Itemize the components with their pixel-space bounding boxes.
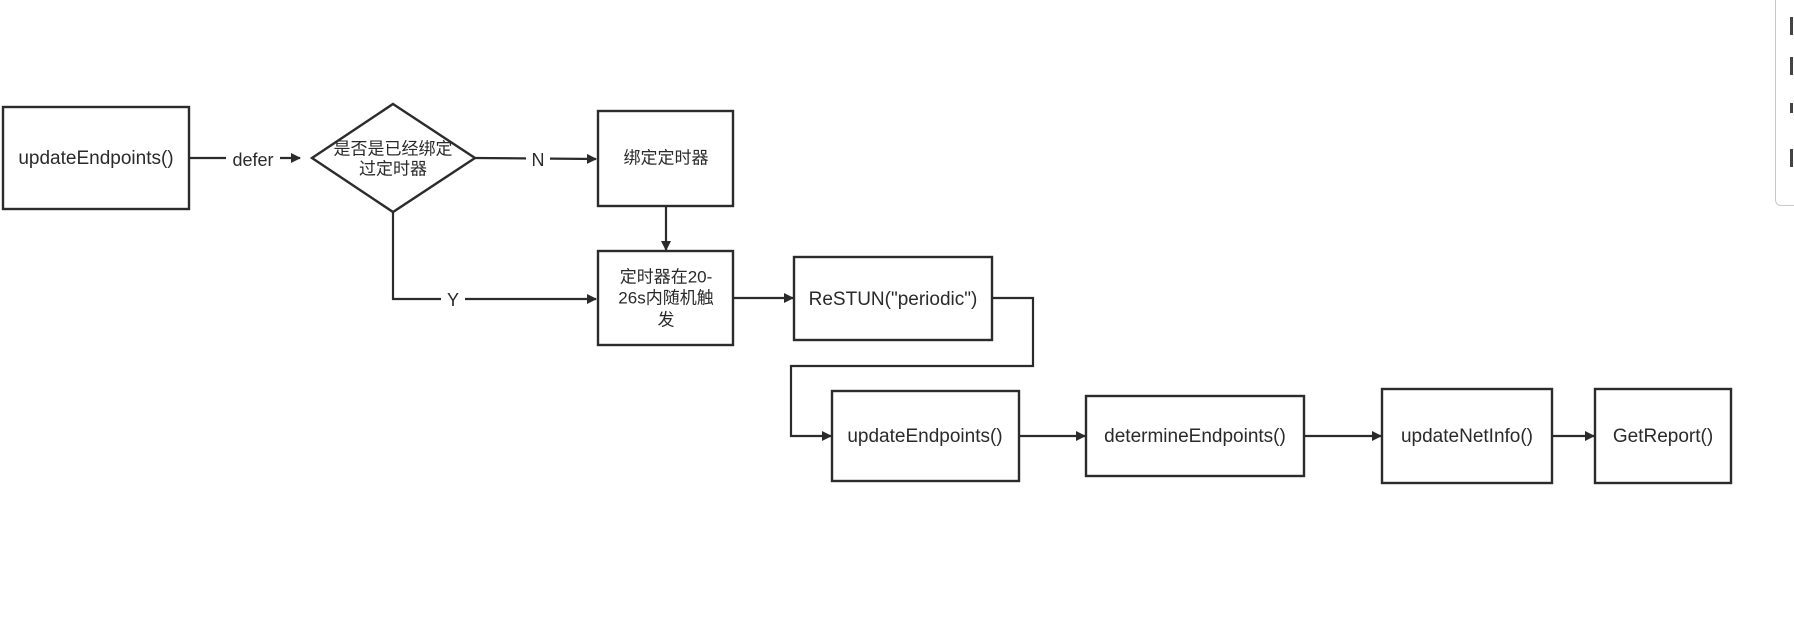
edge-label-y: Y [447, 290, 459, 310]
node-update-endpoints[interactable]: updateEndpoints() [830, 389, 1021, 483]
node-get-report[interactable]: GetReport() [1593, 387, 1733, 485]
node-determine-endpoints[interactable]: determineEndpoints() [1084, 394, 1306, 478]
node-restun-label: ReSTUN("periodic") [809, 289, 978, 310]
node-timer-fire-label-line2: 26s内随机触 [618, 288, 713, 307]
node-decision-label-line1: 是否是已经绑定 [334, 139, 453, 158]
node-restun-periodic[interactable]: ReSTUN("periodic") [792, 255, 994, 342]
node-decision-label-line2: 过定时器 [359, 159, 427, 178]
node-start-update-endpoints[interactable]: updateEndpoints() [1, 105, 191, 211]
node-bind-timer[interactable]: 绑定定时器 [596, 109, 735, 208]
toolbar-tick-icon[interactable] [1790, 17, 1793, 35]
node-determine-endpoints-label: determineEndpoints() [1104, 426, 1286, 447]
node-timer-fire-label-line3: 发 [658, 310, 675, 329]
node-decision-timer-bound[interactable]: 是否是已经绑定 过定时器 [309, 102, 478, 214]
node-get-report-label: GetReport() [1613, 426, 1713, 447]
edge-label-defer: defer [232, 150, 273, 170]
edge-label-n: N [532, 150, 545, 170]
edge-decision-to-timer-fire [391, 212, 597, 304]
edge-restun-to-update-endpoints [789, 296, 1035, 441]
node-bind-timer-label: 绑定定时器 [624, 148, 709, 167]
node-start-label: updateEndpoints() [18, 148, 173, 169]
toolbar-tick-icon[interactable] [1790, 57, 1793, 75]
node-timer-fire-label-line1: 定时器在20- [620, 267, 713, 286]
node-update-endpoints-label: updateEndpoints() [847, 426, 1002, 447]
node-update-netinfo-label: updateNetInfo() [1401, 426, 1533, 447]
toolbar-tick-icon[interactable] [1790, 103, 1793, 113]
node-update-netinfo[interactable]: updateNetInfo() [1380, 387, 1554, 485]
node-timer-fire[interactable]: 定时器在20- 26s内随机触 发 [596, 249, 735, 347]
side-toolbar[interactable] [1775, 0, 1794, 206]
toolbar-tick-icon[interactable] [1790, 149, 1793, 167]
